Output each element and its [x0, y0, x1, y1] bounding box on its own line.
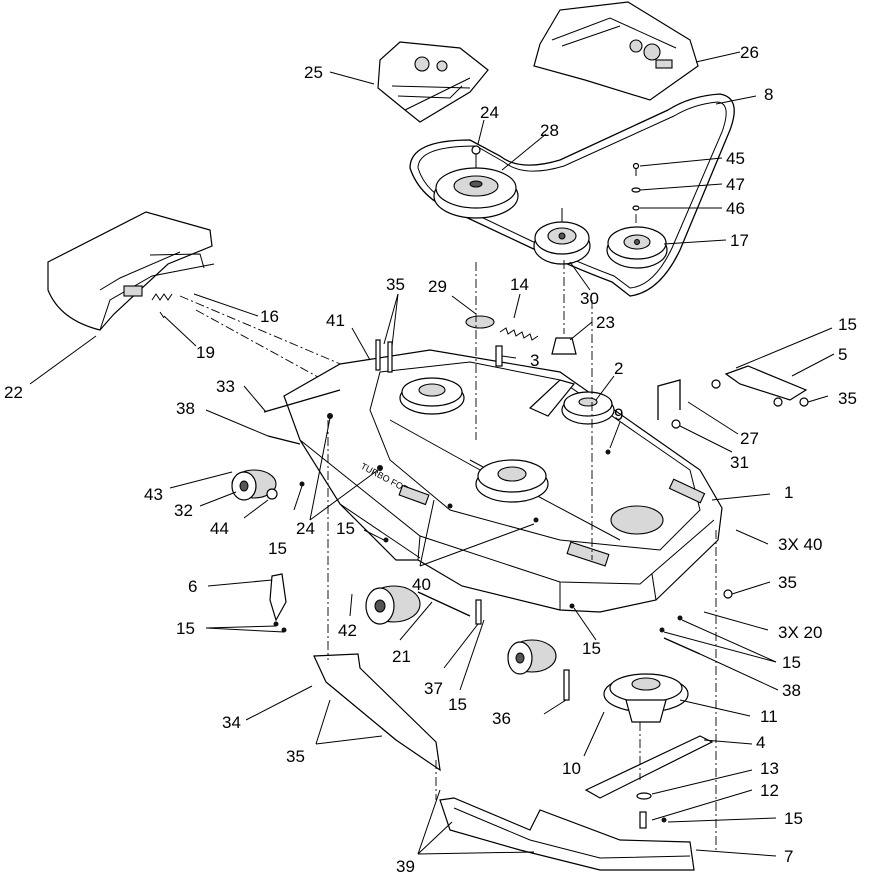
spring-14: [499, 327, 539, 341]
callout-17: 17: [730, 231, 749, 250]
callout-36: 36: [492, 709, 511, 728]
callout-37: 37: [424, 679, 443, 698]
wheel-32: [231, 469, 278, 501]
rod-21: [417, 591, 471, 617]
callout-21: 21: [392, 647, 411, 666]
bolt-3: [495, 345, 503, 367]
callout-44: 44: [210, 519, 229, 538]
callout-3x40: 3X 40: [778, 535, 822, 554]
callout-32: 32: [174, 501, 193, 520]
warning-decal-2: [566, 541, 610, 567]
left-belt-cover: [377, 41, 489, 123]
callout-38a: 38: [176, 399, 195, 418]
callout-8: 8: [764, 85, 773, 104]
callout-15e: 15: [582, 639, 601, 658]
callout-28: 28: [540, 121, 559, 140]
callout-10: 10: [562, 759, 581, 778]
pulley-17: [606, 226, 668, 269]
right-belt-cover: [533, 1, 699, 101]
arm-4-blade: [584, 735, 714, 799]
callout-6: 6: [188, 577, 197, 596]
rear-baffle-7: [439, 797, 695, 871]
wheel-42: [365, 585, 421, 625]
callout-29: 29: [428, 277, 447, 296]
callout-16: 16: [260, 307, 279, 326]
warning-decal-3: [668, 478, 706, 504]
rod-38: [267, 435, 301, 445]
bolt-12: [639, 811, 647, 829]
callout-2: 2: [614, 359, 623, 378]
rod-33: [263, 389, 341, 413]
callout-15h: 15: [784, 809, 803, 828]
callout-1: 1: [784, 483, 793, 502]
callout-15c: 15: [336, 519, 355, 538]
fasteners: [273, 339, 809, 823]
callout-7: 7: [784, 847, 793, 866]
bracket-29: [465, 315, 495, 329]
callout-45: 45: [726, 149, 745, 168]
callout-27: 27: [740, 429, 759, 448]
callout-22: 22: [4, 383, 23, 402]
rod-38b: [663, 637, 701, 655]
bracket-5: [711, 365, 808, 407]
callout-30: 30: [580, 289, 599, 308]
callout-23: 23: [596, 313, 615, 332]
callout-40a: 40: [412, 575, 431, 594]
callout-41: 41: [326, 311, 345, 330]
callout-12: 12: [760, 781, 779, 800]
knob-23: [551, 260, 577, 355]
callout-13: 13: [760, 759, 779, 778]
callout-34: 34: [222, 713, 241, 732]
chute-spring: [151, 293, 173, 319]
pulley-30: [533, 208, 591, 265]
callout-15d: 15: [176, 619, 195, 638]
callout-46: 46: [726, 199, 745, 218]
callout-26: 26: [740, 43, 759, 62]
callout-15g: 15: [782, 653, 801, 672]
callout-42: 42: [338, 621, 357, 640]
callout-14: 14: [510, 275, 529, 294]
spindle-assembly-11: [603, 673, 689, 780]
rod-27: [657, 379, 681, 420]
bolt-washer-stack: [631, 162, 641, 226]
drive-belt: [409, 93, 735, 297]
callout-4: 4: [756, 733, 765, 752]
front-baffle-34: [313, 653, 441, 772]
callout-31: 31: [730, 453, 749, 472]
washer-13: [636, 792, 652, 800]
callout-24b: 24: [296, 519, 315, 538]
callout-47: 47: [726, 175, 745, 194]
leader-lines: [29, 51, 835, 857]
idler-arm-2: [528, 379, 615, 425]
callout-33: 33: [216, 377, 235, 396]
idler-pulley-28: [433, 145, 519, 219]
callout-35d: 35: [286, 747, 305, 766]
callout-19: 19: [196, 343, 215, 362]
callout-35c: 35: [778, 573, 797, 592]
callout-3x20: 3X 20: [778, 623, 822, 642]
callout-38b: 38: [782, 681, 801, 700]
callout-39: 39: [396, 857, 415, 876]
spindle-center: [475, 459, 549, 503]
callout-35a: 35: [386, 275, 405, 294]
callout-15b: 15: [268, 539, 287, 558]
callout-15f: 15: [448, 695, 467, 714]
bracket-6: [269, 573, 287, 622]
wheel-right: [507, 639, 557, 675]
callout-15a: 15: [838, 315, 857, 334]
callout-24a: 24: [480, 103, 499, 122]
spindle-left: [399, 377, 465, 415]
callout-labels: 1 2 3 3X 40 3X 20 4 5 6 7 8 9 10 11 12 1…: [4, 43, 857, 876]
callout-3: 3: [530, 351, 539, 370]
callout-11: 11: [760, 707, 778, 726]
warning-decal-1: [398, 484, 430, 506]
callout-5: 5: [838, 345, 847, 364]
callout-43: 43: [144, 485, 163, 504]
callout-9: 9: [614, 405, 623, 424]
callout-35b: 35: [838, 389, 857, 408]
callout-25: 25: [304, 63, 323, 82]
